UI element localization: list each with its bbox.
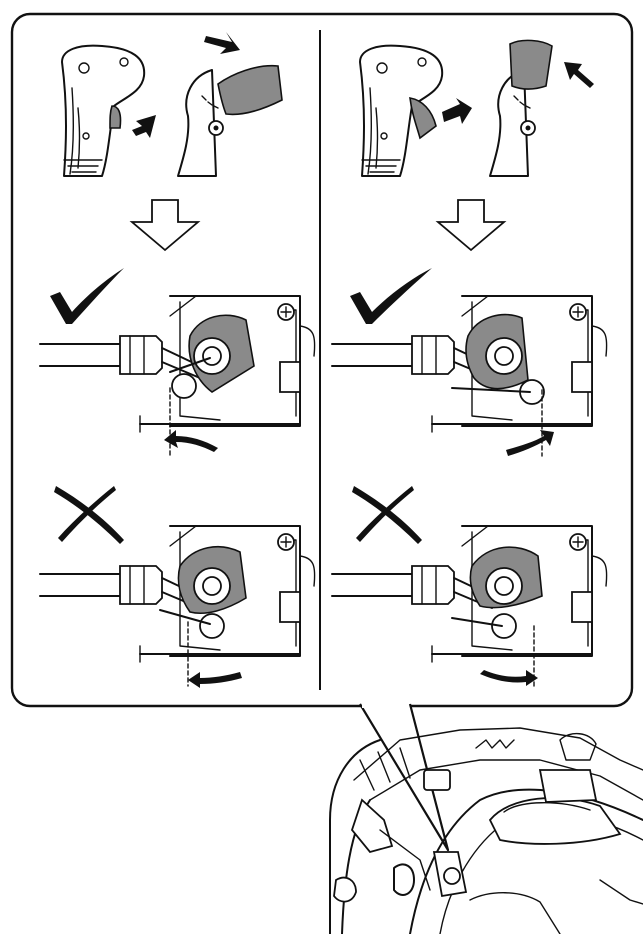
figure-frame [10,12,634,708]
handle-illustration [61,44,146,177]
mechanism-wrong [39,525,316,687]
curved-arrow-icon [164,430,218,452]
handle-illustration [359,44,444,177]
knob-illustration [177,64,283,177]
arrow-icon [442,98,472,124]
curved-arrow-icon [480,670,538,686]
knob-illustration [489,39,553,177]
callout-pointer [359,703,450,852]
curved-arrow-icon [506,430,554,456]
x-mark-icon [352,486,422,544]
check-mark-icon [350,268,432,324]
arrow-icon [204,32,240,54]
mechanism-correct [331,295,608,457]
x-mark-icon [54,486,124,544]
engine-illustration [329,727,643,934]
check-mark-icon [50,268,124,324]
arrow-icon [564,62,594,88]
right-panel [331,39,608,687]
curved-arrow-icon [188,672,242,688]
arrow-icon [132,115,156,138]
down-arrow-icon [435,199,507,252]
down-arrow-icon [129,199,201,252]
left-panel [39,32,316,688]
mechanism-correct [39,295,316,457]
mechanism-wrong [331,525,608,687]
